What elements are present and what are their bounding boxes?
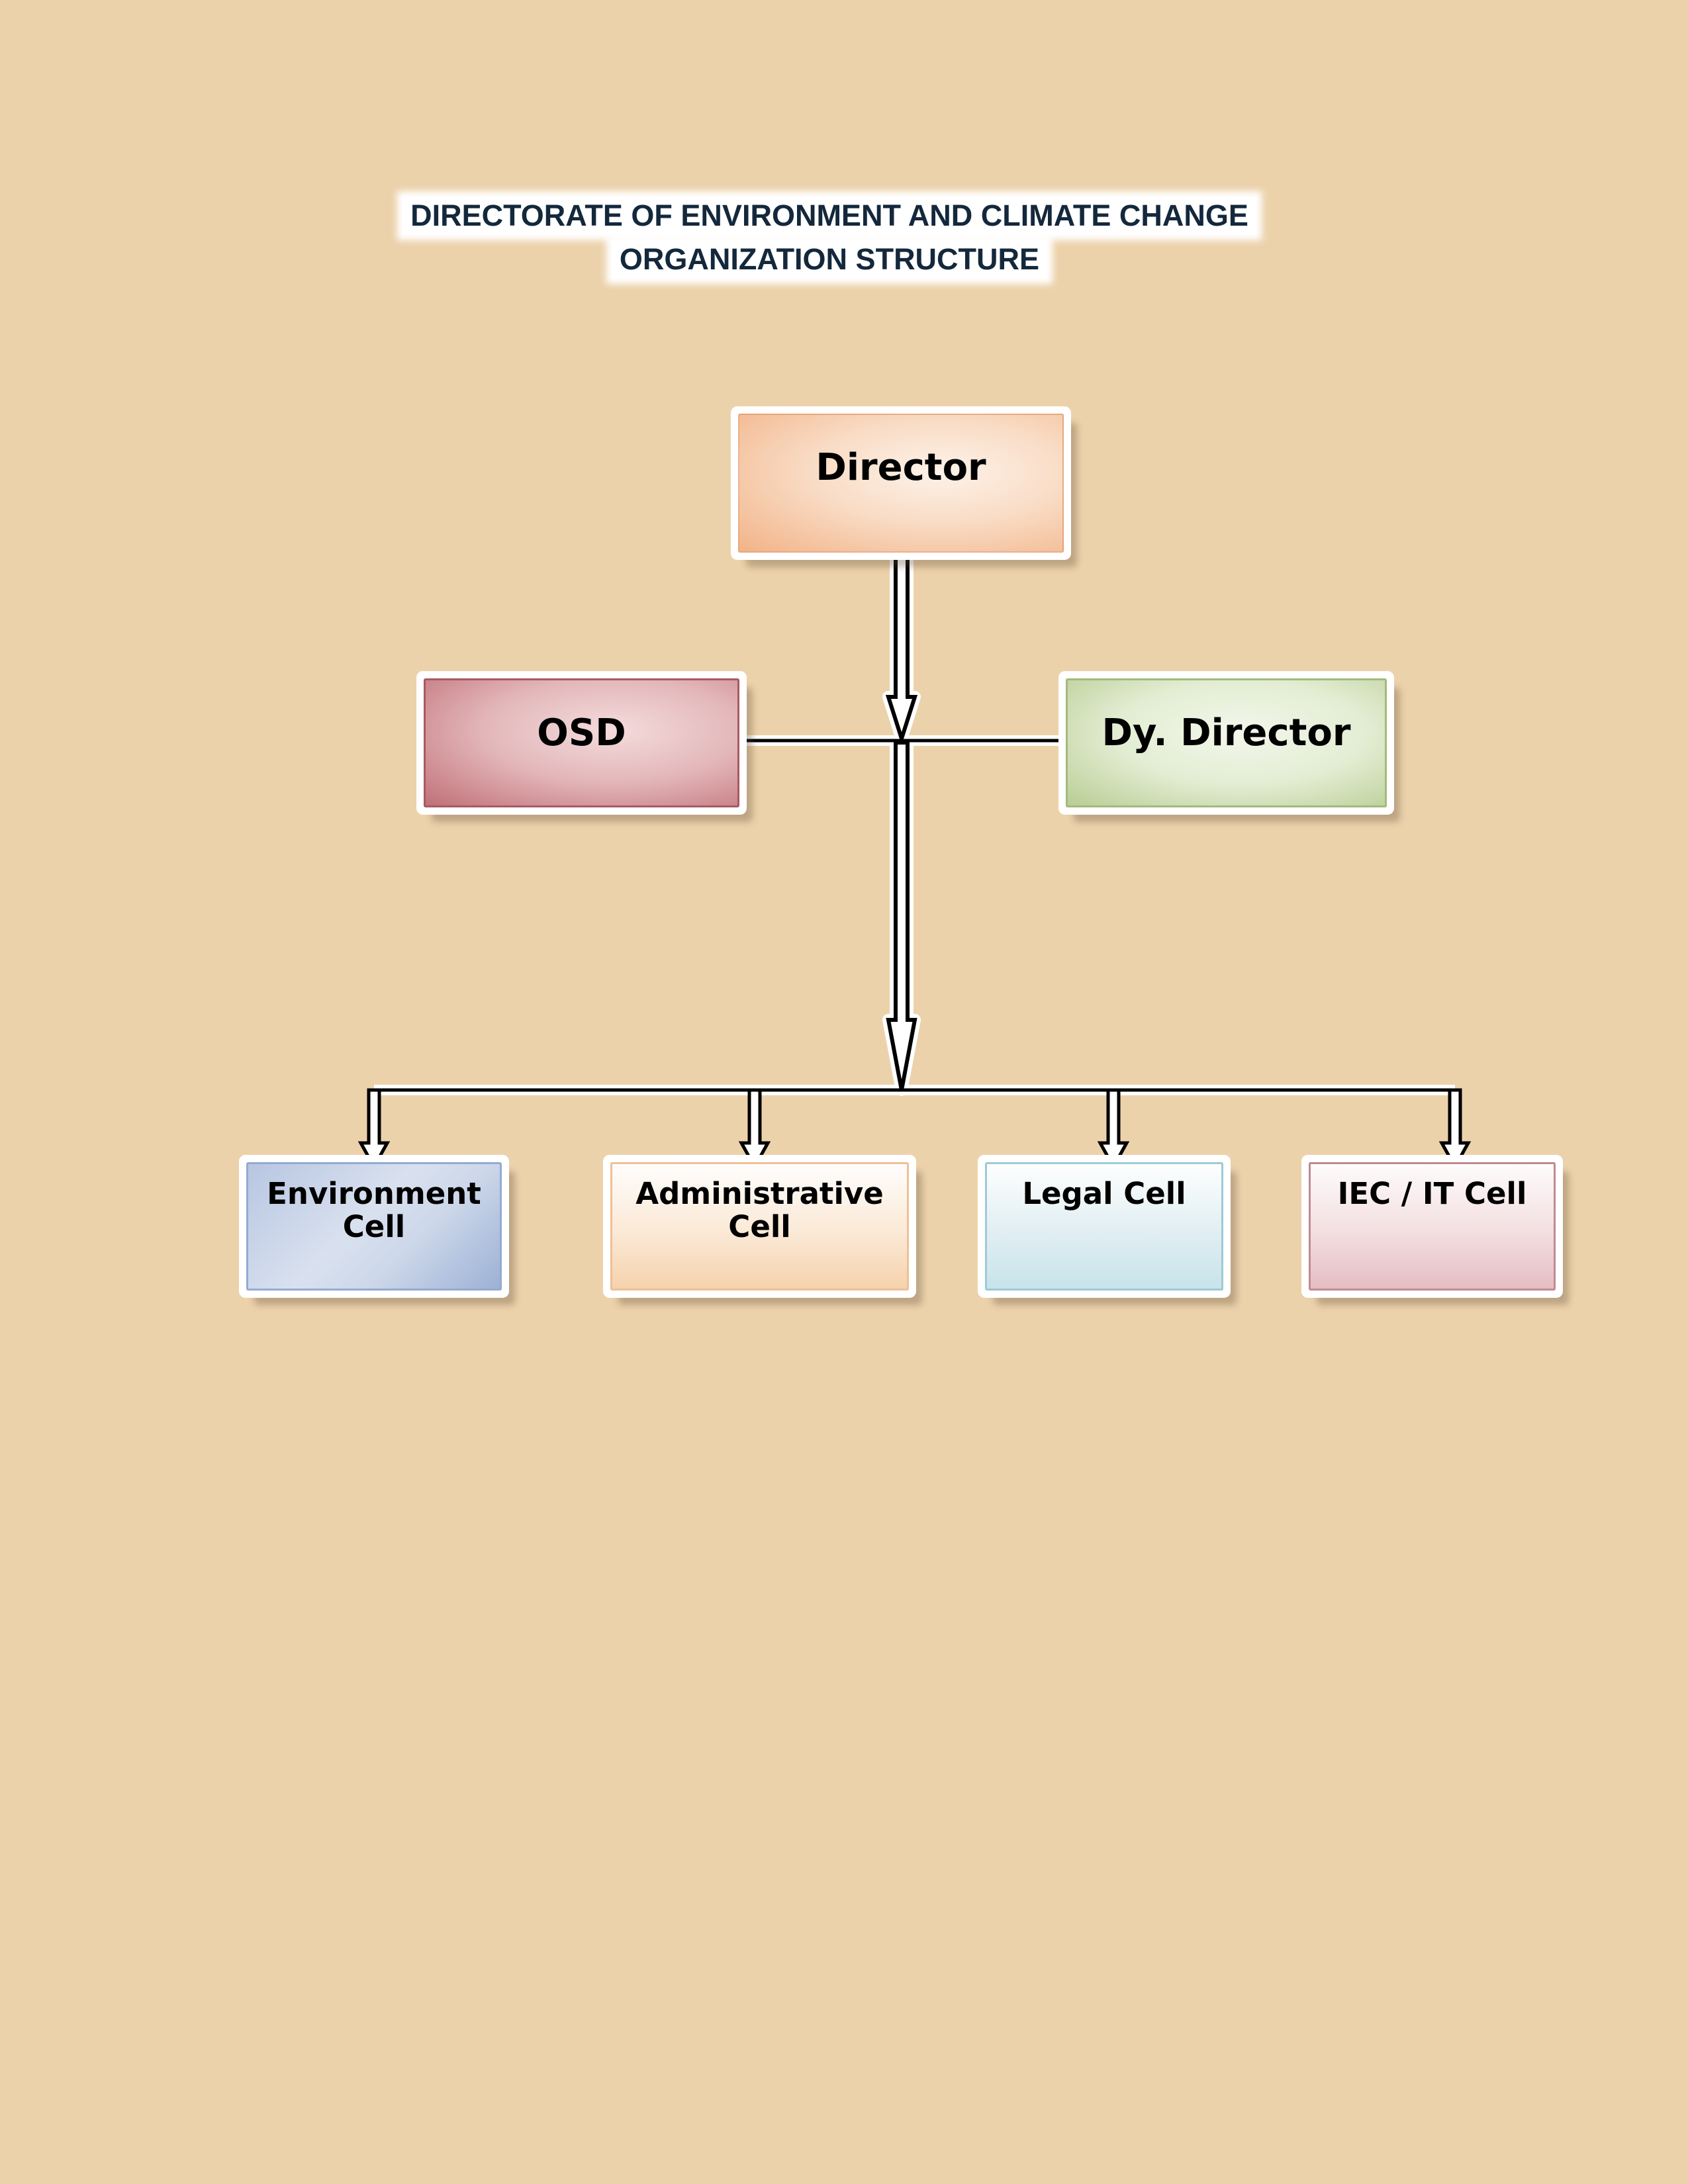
iec-it-cell-drop-arrow xyxy=(1438,1088,1472,1171)
administrative-cell-drop-arrow xyxy=(738,1088,771,1171)
page-title-line-1-text: DIRECTORATE OF ENVIRONMENT AND CLIMATE C… xyxy=(402,197,1256,235)
node-administrative-cell: Administrative Cell xyxy=(610,1162,909,1291)
node-dy-director-label: Dy. Director xyxy=(1102,711,1351,754)
trunk-arrow-halo xyxy=(882,737,921,1096)
node-director: Director xyxy=(738,414,1064,553)
node-osd: OSD xyxy=(424,678,739,807)
director-down-arrow xyxy=(885,551,918,745)
node-administrative-cell-label: Administrative Cell xyxy=(635,1176,884,1244)
node-director-label: Director xyxy=(816,446,986,489)
node-legal-cell: Legal Cell xyxy=(985,1162,1223,1291)
node-dy-director: Dy. Director xyxy=(1066,678,1387,807)
page-title-line-2-text: ORGANIZATION STRUCTURE xyxy=(611,240,1048,279)
director-arrow-halo xyxy=(882,547,921,745)
page-title-line-2: ORGANIZATION STRUCTURE xyxy=(0,240,1659,279)
page-title: DIRECTORATE OF ENVIRONMENT AND CLIMATE C… xyxy=(0,197,1659,284)
environment-cell-drop-arrow xyxy=(357,1088,391,1171)
node-environment-cell-label: Environment Cell xyxy=(267,1176,481,1244)
node-osd-label: OSD xyxy=(537,711,626,754)
node-legal-cell-label: Legal Cell xyxy=(1022,1176,1186,1211)
legal-cell-drop-arrow xyxy=(1097,1088,1130,1171)
node-iec-it-cell-label: IEC / IT Cell xyxy=(1337,1176,1527,1211)
page-title-line-1: DIRECTORATE OF ENVIRONMENT AND CLIMATE C… xyxy=(0,197,1659,235)
node-environment-cell: Environment Cell xyxy=(246,1162,502,1291)
trunk-down-arrow xyxy=(886,741,917,1091)
node-iec-it-cell: IEC / IT Cell xyxy=(1309,1162,1556,1291)
